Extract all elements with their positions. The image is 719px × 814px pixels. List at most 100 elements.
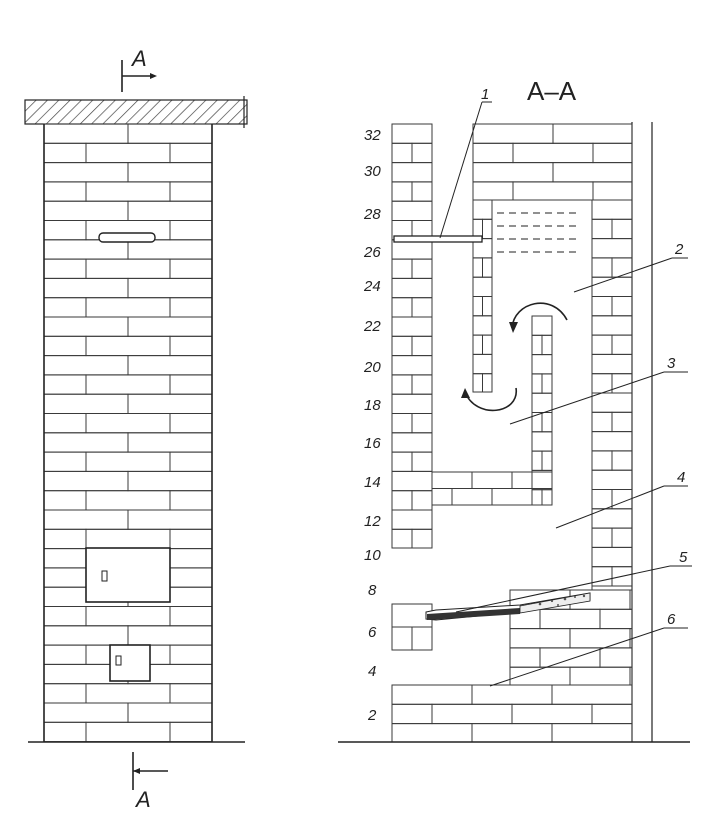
brick xyxy=(472,276,493,298)
section-mark-top: A xyxy=(121,46,157,92)
brick xyxy=(471,723,553,743)
brick xyxy=(169,683,213,704)
brick xyxy=(541,334,553,356)
brick xyxy=(127,123,213,144)
brick xyxy=(531,450,543,471)
brick xyxy=(599,647,633,668)
row-number: 12 xyxy=(364,513,381,530)
brick xyxy=(43,162,129,183)
brick xyxy=(169,606,213,627)
row-number: 6 xyxy=(368,624,377,641)
brick xyxy=(169,567,213,588)
brick xyxy=(127,200,213,221)
flow-arrow-lower xyxy=(461,387,517,412)
flue-dashes xyxy=(497,212,577,253)
brick xyxy=(611,296,633,317)
brick xyxy=(531,373,543,394)
brick xyxy=(451,488,493,506)
brick xyxy=(411,413,433,434)
row-number: 22 xyxy=(363,318,381,335)
row-number: 20 xyxy=(363,359,381,376)
brick xyxy=(482,257,493,278)
brick xyxy=(591,315,633,336)
brick xyxy=(127,702,213,723)
brick xyxy=(85,258,171,279)
brick xyxy=(391,490,413,511)
brick xyxy=(541,450,553,471)
brick xyxy=(472,334,483,355)
brick xyxy=(43,181,87,202)
brick xyxy=(127,316,213,337)
brick xyxy=(472,181,514,201)
brick xyxy=(472,257,483,278)
brick xyxy=(411,451,433,472)
brick xyxy=(43,470,129,492)
brick xyxy=(431,488,453,506)
brick xyxy=(391,181,413,202)
brick xyxy=(169,721,213,743)
brick xyxy=(611,450,633,471)
brick xyxy=(591,431,633,452)
brick xyxy=(85,528,171,550)
brick xyxy=(591,527,613,548)
brick xyxy=(591,450,613,471)
brick xyxy=(169,374,213,395)
brick xyxy=(431,703,513,725)
brick xyxy=(472,315,493,336)
brick xyxy=(391,335,413,357)
brick xyxy=(531,489,543,506)
brick xyxy=(472,353,493,375)
brick xyxy=(509,628,571,649)
ash-door-handle xyxy=(115,655,122,666)
brick xyxy=(541,489,553,506)
section-view: A–A xyxy=(338,76,692,743)
brick xyxy=(127,625,213,646)
brick xyxy=(551,723,633,743)
brick xyxy=(85,181,171,202)
brick xyxy=(629,666,633,686)
damper-rod xyxy=(393,235,483,243)
brick xyxy=(591,218,613,240)
brick xyxy=(472,162,554,183)
grate-bars xyxy=(427,608,520,620)
brick xyxy=(391,277,433,299)
brick xyxy=(591,276,633,298)
row-number: 26 xyxy=(363,244,381,261)
brick xyxy=(611,411,633,433)
brick xyxy=(591,199,633,220)
brick xyxy=(551,684,633,705)
brick xyxy=(391,162,433,183)
section-mark-top-label: A xyxy=(130,46,147,71)
brick xyxy=(592,142,633,164)
callout-6: 6 xyxy=(667,611,676,628)
brick xyxy=(391,142,413,164)
brick xyxy=(43,644,87,665)
brick xyxy=(552,123,633,144)
brick xyxy=(43,316,129,337)
row-number: 30 xyxy=(364,163,381,180)
brick xyxy=(531,488,553,506)
brick xyxy=(85,721,171,743)
brick xyxy=(611,527,633,548)
brick xyxy=(85,142,171,164)
brick xyxy=(539,608,601,630)
brick xyxy=(391,239,433,260)
brick xyxy=(591,585,633,591)
brick xyxy=(472,123,554,144)
brick xyxy=(599,608,633,630)
brick xyxy=(85,413,171,434)
brick xyxy=(85,606,171,627)
brick xyxy=(169,413,213,434)
brick xyxy=(482,218,493,240)
brick xyxy=(391,451,413,472)
callout-1: 1 xyxy=(481,86,489,103)
brick xyxy=(391,432,433,453)
brick xyxy=(591,238,633,259)
brick xyxy=(491,488,533,506)
brick xyxy=(43,142,87,164)
brick xyxy=(411,335,433,357)
brick xyxy=(169,258,213,279)
brick xyxy=(391,316,433,337)
brick xyxy=(43,297,87,318)
